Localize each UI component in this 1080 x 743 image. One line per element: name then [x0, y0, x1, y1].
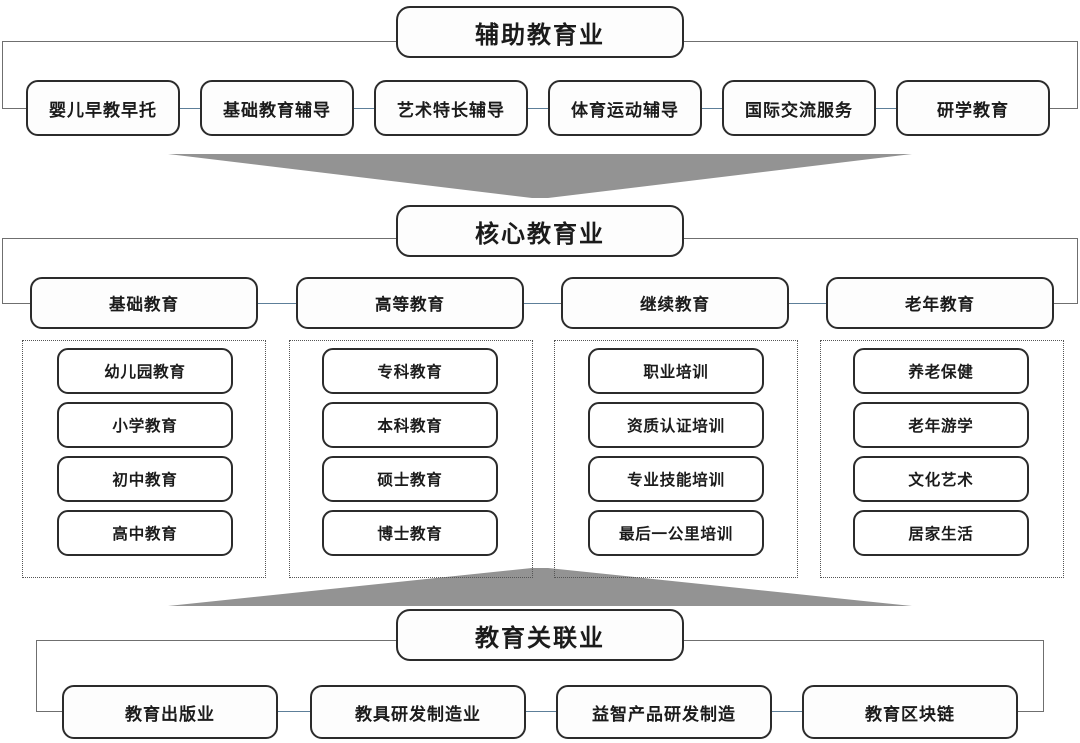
connector-core-2: [524, 303, 560, 304]
connector-related-3: [770, 711, 804, 712]
core-leaf-0-3[interactable]: 高中教育: [57, 510, 233, 556]
auxiliary-item-3[interactable]: 体育运动辅导: [548, 80, 702, 136]
core-leaf-1-0[interactable]: 专科教育: [322, 348, 498, 394]
connector-aux-1: [178, 108, 206, 109]
core-group-frame-3: [820, 340, 1064, 578]
core-leaf-2-1[interactable]: 资质认证培训: [588, 402, 764, 448]
core-leaf-2-2[interactable]: 专业技能培训: [588, 456, 764, 502]
core-leaf-0-2[interactable]: 初中教育: [57, 456, 233, 502]
connector-aux-3: [526, 108, 554, 109]
core-leaf-3-0[interactable]: 养老保健: [853, 348, 1029, 394]
core-group-header-2[interactable]: 继续教育: [561, 277, 789, 329]
auxiliary-item-2[interactable]: 艺术特长辅导: [374, 80, 528, 136]
auxiliary-item-5[interactable]: 研学教育: [896, 80, 1050, 136]
core-leaf-2-0[interactable]: 职业培训: [588, 348, 764, 394]
arrow-up-core-to-related: [168, 568, 912, 610]
core-leaf-3-3[interactable]: 居家生活: [853, 510, 1029, 556]
core-leaf-0-0[interactable]: 幼儿园教育: [57, 348, 233, 394]
auxiliary-item-0[interactable]: 婴儿早教早托: [26, 80, 180, 136]
core-group-frame-0: [22, 340, 266, 578]
related-item-1[interactable]: 教具研发制造业: [310, 685, 526, 739]
auxiliary-item-1[interactable]: 基础教育辅导: [200, 80, 354, 136]
connector-aux-4: [700, 108, 726, 109]
core-leaf-0-1[interactable]: 小学教育: [57, 402, 233, 448]
core-group-header-3[interactable]: 老年教育: [826, 277, 1054, 329]
core-leaf-3-1[interactable]: 老年游学: [853, 402, 1029, 448]
arrow-down-auxiliary-to-core: [168, 152, 912, 200]
section-title-auxiliary[interactable]: 辅助教育业: [396, 6, 684, 58]
auxiliary-item-4[interactable]: 国际交流服务: [722, 80, 876, 136]
core-group-header-1[interactable]: 高等教育: [296, 277, 524, 329]
core-leaf-3-2[interactable]: 文化艺术: [853, 456, 1029, 502]
core-group-frame-1: [289, 340, 533, 578]
connector-related-1: [278, 711, 312, 712]
connector-related-2: [524, 711, 558, 712]
section-title-related[interactable]: 教育关联业: [396, 609, 684, 661]
related-item-3[interactable]: 教育区块链: [802, 685, 1018, 739]
connector-core-1: [258, 303, 296, 304]
related-item-2[interactable]: 益智产品研发制造: [556, 685, 772, 739]
core-group-header-0[interactable]: 基础教育: [30, 277, 258, 329]
connector-aux-2: [352, 108, 380, 109]
core-leaf-1-3[interactable]: 博士教育: [322, 510, 498, 556]
related-item-0[interactable]: 教育出版业: [62, 685, 278, 739]
core-leaf-1-2[interactable]: 硕士教育: [322, 456, 498, 502]
core-leaf-1-1[interactable]: 本科教育: [322, 402, 498, 448]
core-leaf-2-3[interactable]: 最后一公里培训: [588, 510, 764, 556]
connector-core-3: [790, 303, 826, 304]
core-group-frame-2: [554, 340, 798, 578]
section-title-core[interactable]: 核心教育业: [396, 205, 684, 257]
connector-aux-5: [874, 108, 900, 109]
